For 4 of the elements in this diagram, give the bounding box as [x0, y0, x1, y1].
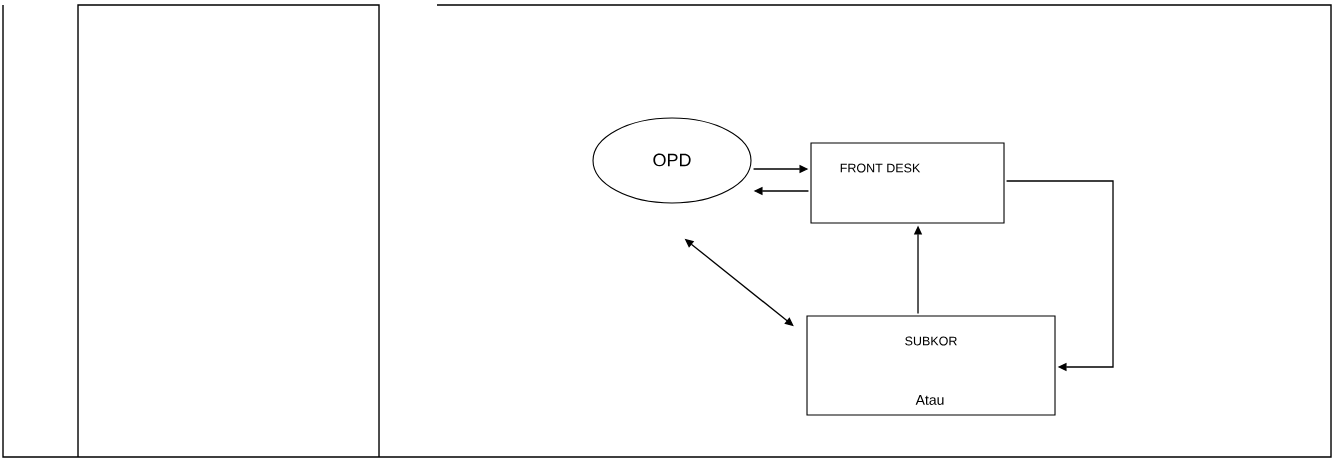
process-box: FRONT DESK	[810, 142, 1005, 224]
arrow	[1005, 180, 1114, 372]
process-box: SUBKOR Atau	[806, 315, 1056, 416]
ellipse-node: OPD	[592, 117, 752, 204]
